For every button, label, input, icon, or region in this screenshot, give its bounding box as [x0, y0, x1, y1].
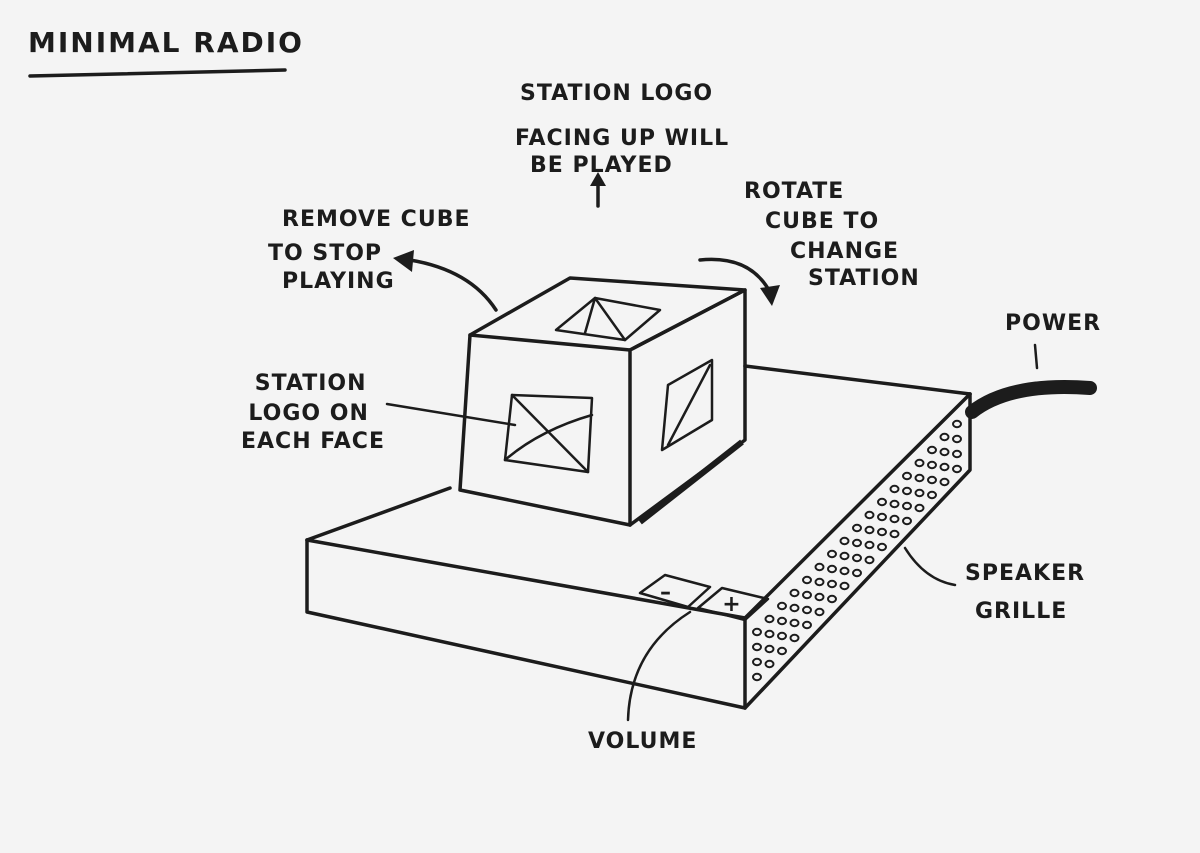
grille-hole	[753, 674, 761, 680]
grille-hole	[953, 436, 961, 442]
grille-hole	[878, 544, 886, 550]
station-cube[interactable]	[460, 278, 745, 525]
grille-hole	[778, 603, 786, 609]
grille-hole	[816, 579, 824, 585]
grille-hole	[841, 583, 849, 589]
grille-hole	[916, 475, 924, 481]
grille-hole	[778, 633, 786, 639]
power-cable	[972, 387, 1090, 412]
minus-label: –	[660, 580, 672, 605]
grille-hole	[803, 622, 811, 628]
label-logo-each-face: STATION LOGO ON EACH FACE	[241, 371, 385, 454]
grille-hole	[866, 542, 874, 548]
grille-hole	[853, 570, 861, 576]
grille-hole	[903, 518, 911, 524]
grille-hole	[753, 659, 761, 665]
grille-hole	[903, 473, 911, 479]
grille-hole	[791, 635, 799, 641]
grille-hole	[766, 661, 774, 667]
page-title: MINIMAL RADIO	[28, 26, 304, 59]
grille-hole	[891, 531, 899, 537]
grille-hole	[891, 516, 899, 522]
label-station-logo-up: STATION LOGO FACING UP WILL BE PLAYED	[515, 81, 738, 178]
grille-hole	[753, 644, 761, 650]
power-leader-line	[1035, 345, 1037, 368]
grille-hole	[878, 529, 886, 535]
grille-hole	[953, 466, 961, 472]
volume-leader-line	[628, 612, 690, 720]
speaker-grille	[753, 421, 961, 680]
grille-hole	[903, 488, 911, 494]
grille-hole	[766, 616, 774, 622]
grille-hole	[891, 486, 899, 492]
grille-hole	[828, 566, 836, 572]
grille-hole	[878, 514, 886, 520]
title-underline	[30, 70, 285, 76]
grille-hole	[853, 540, 861, 546]
grille-hole	[866, 512, 874, 518]
grille-hole	[878, 499, 886, 505]
grille-hole	[828, 596, 836, 602]
grille-hole	[841, 568, 849, 574]
grille-hole	[866, 527, 874, 533]
grille-hole	[828, 551, 836, 557]
grille-hole	[928, 492, 936, 498]
grille-hole	[803, 607, 811, 613]
grille-hole	[953, 421, 961, 427]
grille-hole	[941, 464, 949, 470]
grille-hole	[753, 629, 761, 635]
grille-hole	[803, 592, 811, 598]
label-power: POWER	[1005, 311, 1101, 336]
plus-label: +	[722, 592, 741, 617]
grille-hole	[778, 618, 786, 624]
grille-hole	[953, 451, 961, 457]
grille-hole	[916, 505, 924, 511]
grille-hole	[853, 525, 861, 531]
label-speaker-grille: SPEAKER GRILLE	[965, 561, 1094, 624]
grille-hole	[791, 620, 799, 626]
grille-hole	[916, 460, 924, 466]
grille-hole	[816, 594, 824, 600]
grille-hole	[841, 538, 849, 544]
face-leader-line	[387, 404, 515, 425]
grille-hole	[941, 434, 949, 440]
grille-hole	[891, 501, 899, 507]
radio-base	[307, 366, 970, 708]
grille-hole	[828, 581, 836, 587]
label-volume: VOLUME	[588, 729, 697, 754]
remove-arrow-icon	[410, 260, 496, 310]
grille-hole	[841, 553, 849, 559]
grille-hole	[916, 490, 924, 496]
grille-hole	[941, 479, 949, 485]
grille-hole	[928, 477, 936, 483]
grille-hole	[766, 631, 774, 637]
grille-hole	[853, 555, 861, 561]
grille-hole	[778, 648, 786, 654]
grille-hole	[791, 605, 799, 611]
grille-hole	[903, 503, 911, 509]
grille-hole	[791, 590, 799, 596]
grille-hole	[816, 609, 824, 615]
grille-hole	[816, 564, 824, 570]
grille-hole	[866, 557, 874, 563]
grille-hole	[766, 646, 774, 652]
grille-hole	[803, 577, 811, 583]
grille-hole	[928, 462, 936, 468]
grille-hole	[941, 449, 949, 455]
top-logo-icon	[556, 298, 660, 340]
label-rotate-cube: ROTATE CUBE TO CHANGE STATION	[744, 179, 920, 291]
grille-hole	[928, 447, 936, 453]
grille-leader-line	[905, 548, 955, 585]
label-remove-cube: REMOVE CUBE TO STOP PLAYING	[268, 207, 479, 294]
